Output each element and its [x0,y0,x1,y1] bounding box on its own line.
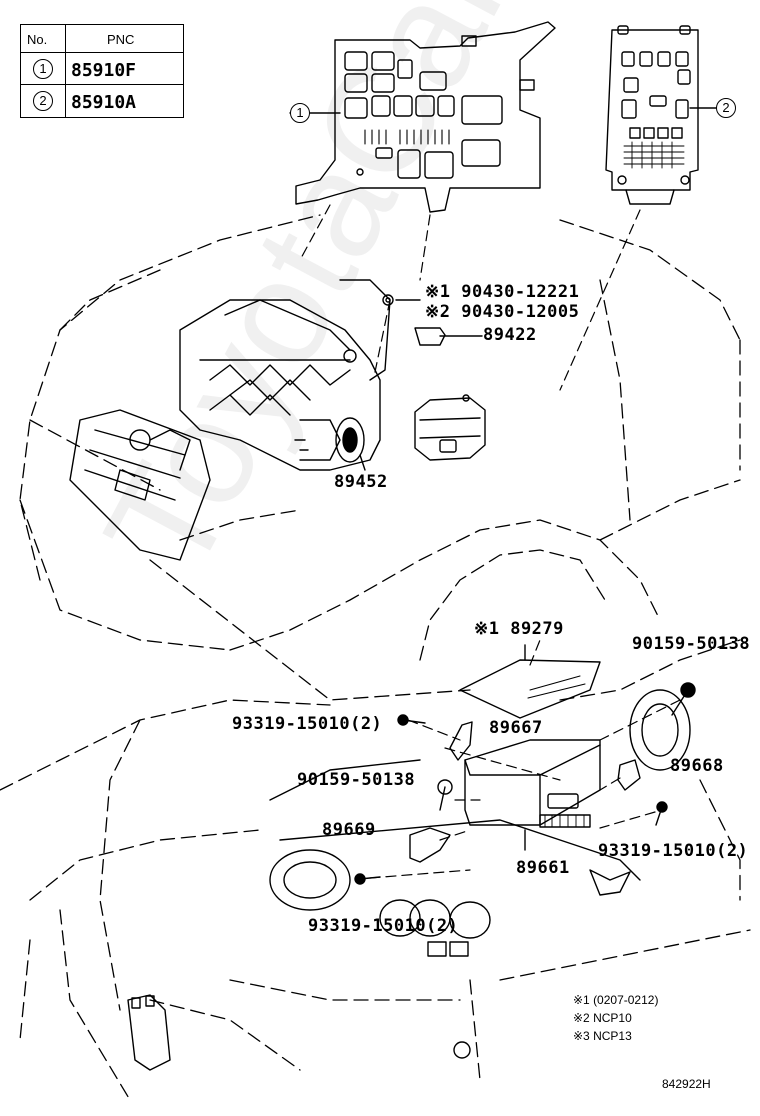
part-label-89661: 89661 [516,858,570,878]
part-label-89422: 89422 [483,325,537,345]
header-no: No. [27,32,48,47]
callout-2: 2 [716,98,736,118]
part-label-90159-50138-mid: 90159-50138 [297,770,416,790]
front-grille-drawing [69,409,211,561]
relay-box-2-drawing [605,25,717,205]
dashboard-outline [0,639,751,1101]
part-label-93319-15010-bottom: 93319-15010(2) [308,916,459,936]
part-label-93319-15010-right: 93319-15010(2) [598,841,749,861]
figure-id: 842922H [662,1077,711,1091]
part-label-89279: ※1 89279 [474,619,564,639]
relay-box-1-drawing [289,21,556,213]
dashboard-drawing [127,644,696,1071]
table-header-row: No. PNC [21,25,183,53]
part-label-90430-12221: ※1 90430-12221 [425,282,580,302]
part-label-89667: 89667 [489,718,543,738]
part-label-89452: 89452 [334,472,388,492]
table-row: 1 85910F [21,53,183,85]
part-label-89669: 89669 [322,820,376,840]
table-row: 2 85910A [21,85,183,117]
row-number: 2 [33,91,53,111]
pnc-code: 85910F [71,60,137,81]
callout-1: 1 [290,103,310,123]
note-3: ※3 NCP13 [573,1029,632,1043]
part-label-89668: 89668 [670,756,724,776]
row-number: 1 [33,59,53,79]
part-label-93319-15010-top: 93319-15010(2) [232,714,383,734]
table-column-divider [65,25,66,117]
pnc-code: 85910A [71,92,137,113]
engine-drawing [149,279,391,471]
header-pnc: PNC [107,32,135,47]
part-label-90159-50138-top: 90159-50138 [632,634,751,654]
pnc-table: No. PNC 1 85910F 2 85910A [20,24,184,118]
car-body-outline [19,214,741,701]
fuse-block-drawing [414,394,486,461]
note-2: ※2 NCP10 [573,1011,632,1025]
part-label-90430-12005: ※2 90430-12005 [425,302,580,322]
note-1: ※1 (0207-0212) [573,993,659,1007]
sensor-drawing [359,294,483,471]
